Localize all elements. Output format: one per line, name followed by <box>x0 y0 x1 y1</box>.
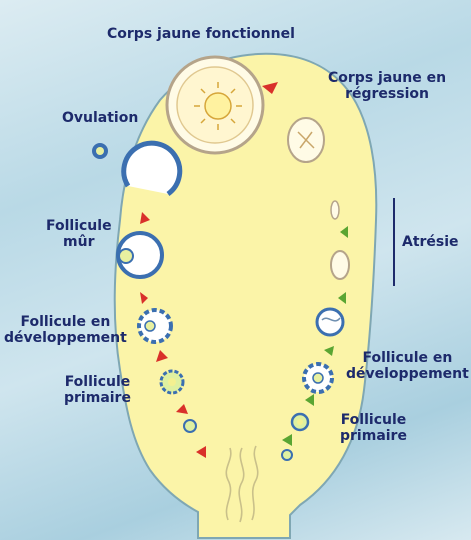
label-follicule-primaire-right: Follicule primaire <box>340 412 407 444</box>
label-follicule-mur: Follicule mûr <box>46 218 112 250</box>
label-follicule-primaire-right-line1: Follicule <box>340 412 407 428</box>
label-corps-jaune-regression-line2: régression <box>328 86 446 102</box>
label-follicule-developpement-right-line1: Follicule en <box>346 350 469 366</box>
label-follicule-mur-line2: mûr <box>46 234 112 250</box>
follicule-developpement-left-icon <box>139 310 171 342</box>
label-corps-jaune-regression: Corps jaune en régression <box>328 70 446 102</box>
label-follicule-primaire-left-line1: Follicule <box>64 374 131 390</box>
label-follicule-primaire-left-line2: primaire <box>64 390 131 406</box>
label-follicule-developpement-left: Follicule en développement <box>4 314 127 346</box>
label-ovulation: Ovulation <box>62 110 138 126</box>
label-follicule-primaire-left: Follicule primaire <box>64 374 131 406</box>
label-corps-jaune-fonctionnel: Corps jaune fonctionnel <box>107 26 295 42</box>
label-follicule-developpement-left-line2: développement <box>4 330 127 346</box>
ovulating-follicle <box>92 143 180 194</box>
corps-jaune-regression <box>288 118 324 162</box>
follicule-mur-icon <box>118 233 162 277</box>
label-follicule-primaire-right-line2: primaire <box>340 428 407 444</box>
label-corps-jaune-regression-line1: Corps jaune en <box>328 70 446 86</box>
label-follicule-developpement-right-line2: développement <box>346 366 469 382</box>
label-follicule-developpement-right: Follicule en développement <box>346 350 469 382</box>
label-follicule-mur-line1: Follicule <box>46 218 112 234</box>
follicule-developpement-right-icon <box>304 364 332 392</box>
corps-jaune-fonctionnel <box>167 57 263 153</box>
label-follicule-developpement-left-line1: Follicule en <box>4 314 127 330</box>
label-atresie: Atrésie <box>402 234 459 250</box>
